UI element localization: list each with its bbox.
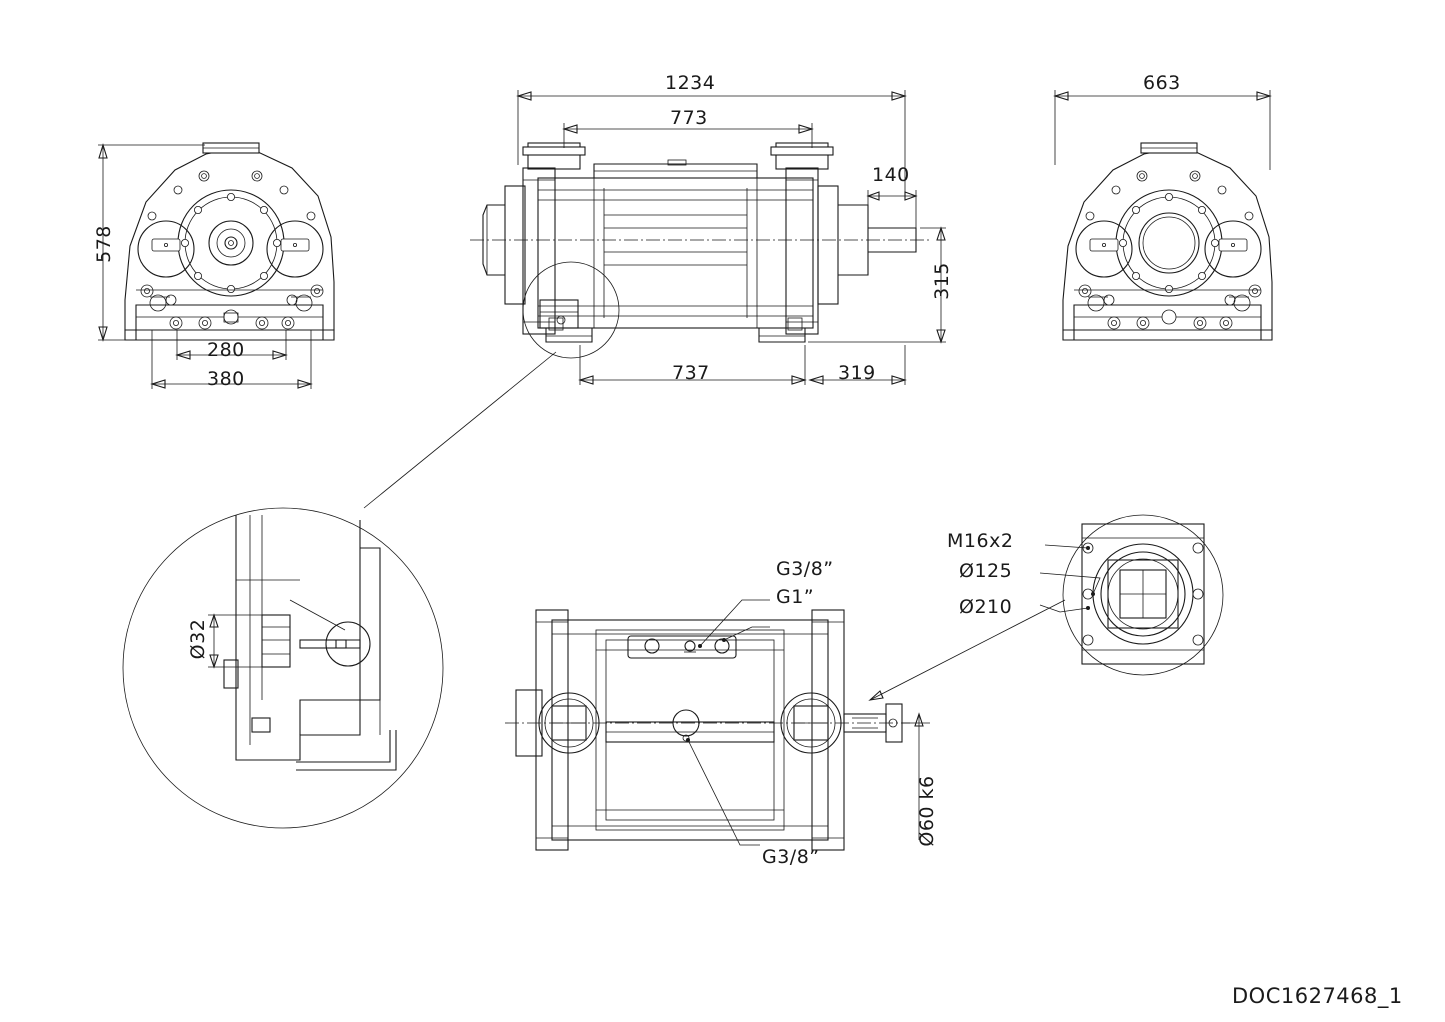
dim-1234 xyxy=(516,90,907,200)
leader-callouts-top-view xyxy=(686,599,770,846)
dim-578 xyxy=(98,143,205,342)
dim-label-773: 773 xyxy=(670,107,708,129)
dim-140 xyxy=(866,190,918,232)
dim-label-280: 280 xyxy=(207,339,245,361)
dim-773 xyxy=(562,123,814,148)
dim-shaft-dia60 xyxy=(902,712,930,840)
dim-label-dia32: Ø32 xyxy=(187,618,209,660)
callout-g38-bottom: G3/8” xyxy=(762,846,820,868)
dim-label-319: 319 xyxy=(838,362,876,384)
top-view-geometry xyxy=(505,609,910,851)
front-view-left-geometry xyxy=(124,142,335,341)
dim-dia32 xyxy=(208,613,262,669)
document-code: DOC1627468_1 xyxy=(1232,984,1403,1008)
dim-380 xyxy=(150,330,313,389)
dim-737 xyxy=(578,345,807,385)
callout-g38-top: G3/8” xyxy=(776,558,834,580)
front-view-right-geometry xyxy=(1062,142,1273,341)
dim-319 xyxy=(808,345,907,385)
callout-g1: G1” xyxy=(776,586,815,608)
dim-label-1234: 1234 xyxy=(665,72,716,94)
dim-280 xyxy=(175,330,288,360)
callout-dia125: Ø125 xyxy=(959,560,1013,582)
dim-label-315: 315 xyxy=(931,262,953,300)
callout-dia210: Ø210 xyxy=(959,596,1013,618)
callout-m16x2: M16x2 xyxy=(947,530,1014,552)
dim-label-578: 578 xyxy=(93,225,115,263)
callout-shaft-dia60-k6: Ø60 k6 xyxy=(916,775,938,847)
dim-315 xyxy=(808,226,946,344)
dim-label-663: 663 xyxy=(1143,72,1181,94)
dim-663 xyxy=(1053,90,1272,170)
detail-view-enlarged-geometry xyxy=(122,507,444,829)
dim-label-737: 737 xyxy=(672,362,710,384)
side-view-top-geometry xyxy=(363,142,930,509)
dim-label-140: 140 xyxy=(872,164,910,186)
dim-label-380: 380 xyxy=(207,368,245,390)
flange-detail-geometry xyxy=(868,514,1224,701)
